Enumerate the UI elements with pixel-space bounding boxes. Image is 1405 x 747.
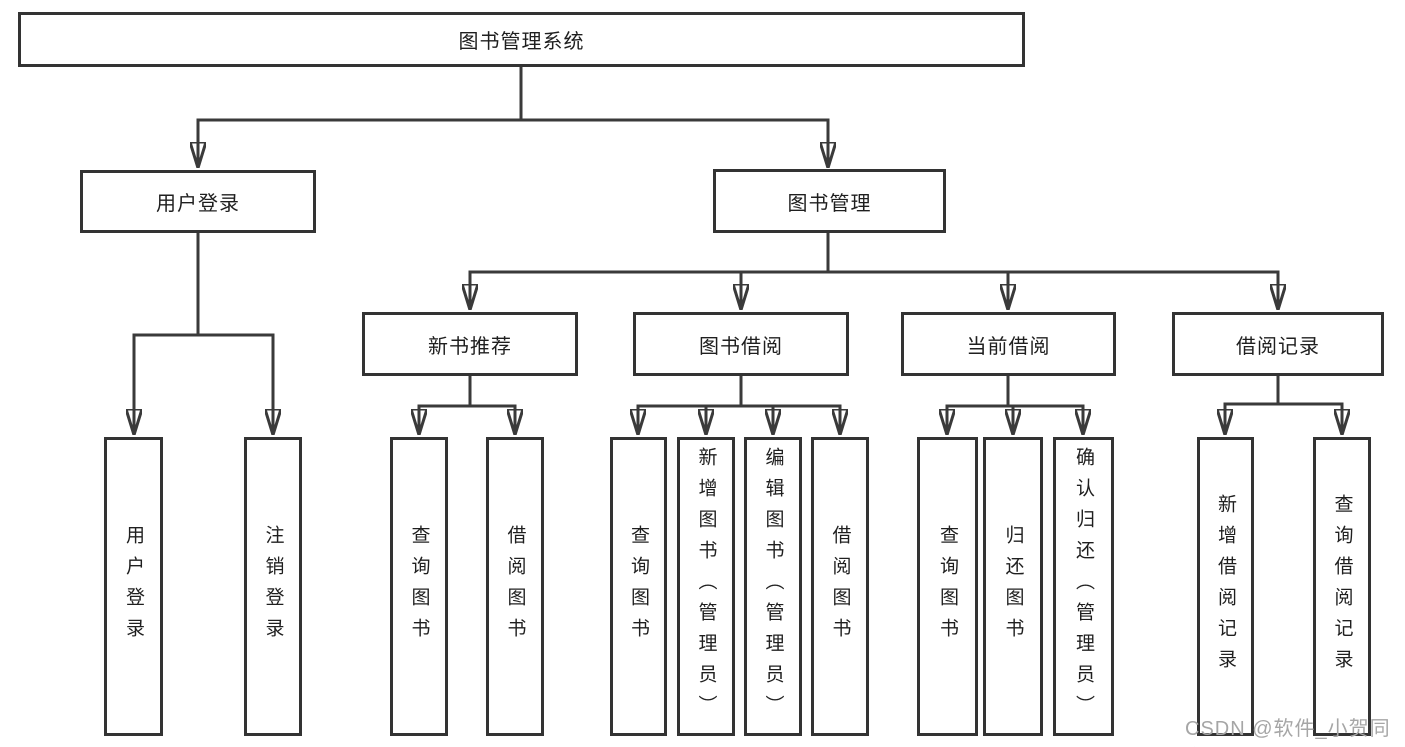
node-book-borrowing: 图书借阅 xyxy=(633,312,849,376)
node-user-login: 用户登录 xyxy=(80,170,316,233)
leaf-return-books: 归还图书 xyxy=(983,437,1043,736)
leaf-edit-books-admin: 编辑图书（管理员） xyxy=(744,437,802,736)
node-new-book-recommendation: 新书推荐 xyxy=(362,312,578,376)
leaf-query-borrow-record: 查询借阅记录 xyxy=(1313,437,1371,736)
node-library-management-system: 图书管理系统 xyxy=(18,12,1025,67)
node-book-management: 图书管理 xyxy=(713,169,946,233)
leaf-add-borrow-record: 新增借阅记录 xyxy=(1197,437,1254,736)
leaf-add-books-admin: 新增图书（管理员） xyxy=(677,437,735,736)
leaf-confirm-return-admin: 确认归还（管理员） xyxy=(1053,437,1114,736)
leaf-query-books-borrow: 查询图书 xyxy=(610,437,667,736)
leaf-query-books-recommend: 查询图书 xyxy=(390,437,448,736)
leaf-user-login: 用户登录 xyxy=(104,437,163,736)
node-borrowing-records: 借阅记录 xyxy=(1172,312,1384,376)
csdn-watermark: CSDN @软件_小贺同学 xyxy=(1185,718,1391,740)
leaf-query-books-current: 查询图书 xyxy=(917,437,978,736)
leaf-borrow-books: 借阅图书 xyxy=(811,437,869,736)
leaf-borrow-books-recommend: 借阅图书 xyxy=(486,437,544,736)
leaf-logout: 注销登录 xyxy=(244,437,302,736)
node-current-borrowing: 当前借阅 xyxy=(901,312,1116,376)
